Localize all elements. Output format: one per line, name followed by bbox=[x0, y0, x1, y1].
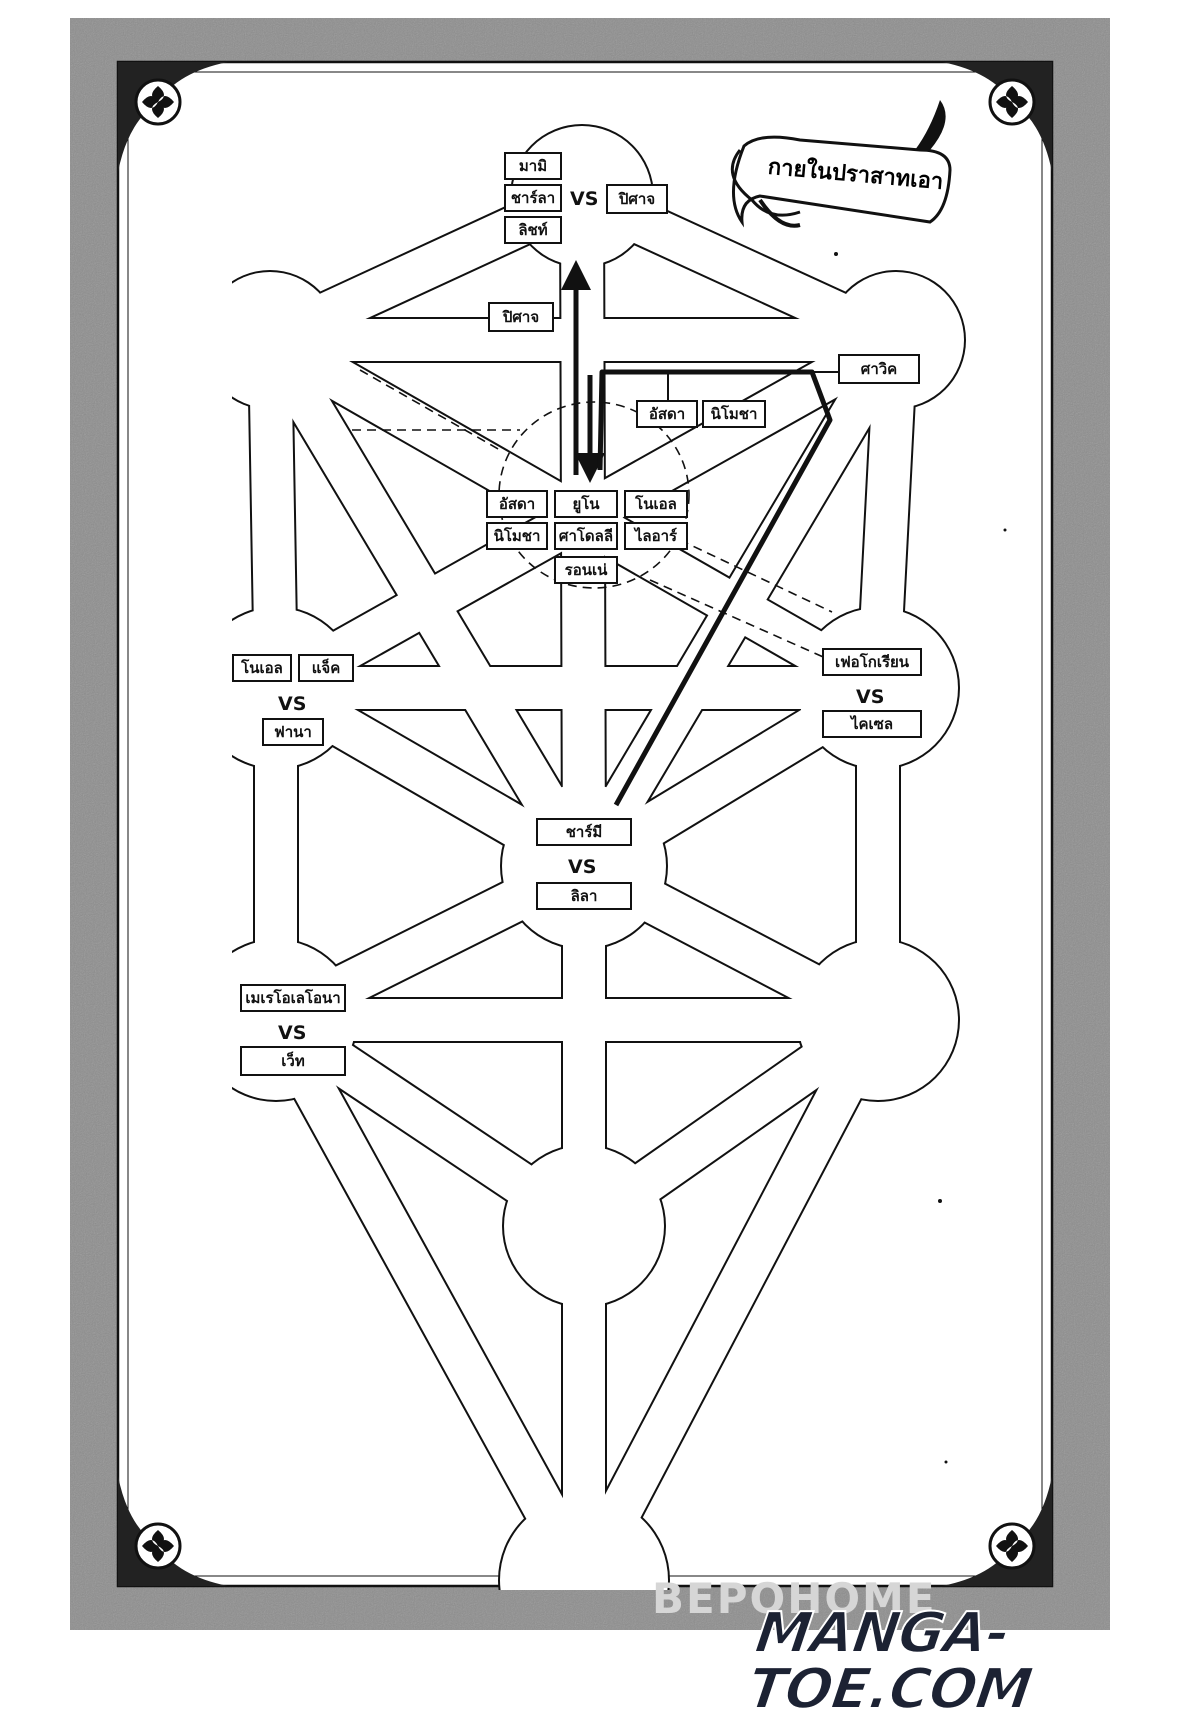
path-pair-label-2: นิโมชา bbox=[702, 400, 766, 428]
bepohome-watermark: BEPOHOME bbox=[652, 1574, 937, 1623]
left-low-label-a: เมเรโอเลโอนา bbox=[240, 984, 346, 1012]
page: กายในปราสาทเอา มามิ ชาร์ลา ลิชท์ VS ปิศา… bbox=[70, 18, 1110, 1722]
tree-node-lt bbox=[232, 272, 338, 408]
left-mid-vs-text: VS bbox=[278, 693, 307, 715]
right-mid-vs-text: VS bbox=[856, 686, 885, 708]
top-left-label-3: ลิชท์ bbox=[504, 216, 562, 244]
hidden-node-daath bbox=[352, 369, 833, 661]
print-specks bbox=[834, 252, 1007, 1464]
corner-ornament-top-right bbox=[942, 62, 1052, 172]
tree-node-low bbox=[504, 1146, 664, 1306]
tree-node-rt bbox=[828, 272, 964, 408]
manga-site-watermark: MANGA-TOE.COM bbox=[743, 1600, 1037, 1722]
tree-node-rl bbox=[798, 940, 958, 1100]
arrow-label: ปิศาจ bbox=[488, 302, 554, 332]
left-mid-label-a1: โนเอล bbox=[232, 654, 292, 682]
center-group-label-1: อัสดา bbox=[486, 490, 548, 518]
left-mid-label-a2: แจ็ค bbox=[298, 654, 354, 682]
center-group-label-7: รอนเน่ bbox=[554, 556, 618, 584]
tree-node-bot bbox=[500, 1496, 668, 1590]
left-low-vs-text: VS bbox=[278, 1022, 307, 1044]
corner-ornament-bottom-left bbox=[118, 1476, 228, 1586]
center-node-label-a: ชาร์มี bbox=[536, 818, 632, 846]
path-label: ศาวิค bbox=[838, 354, 920, 384]
left-low-label-b: เว็ท bbox=[240, 1046, 346, 1076]
center-node-vs-text: VS bbox=[568, 856, 597, 878]
double-arrow bbox=[561, 260, 605, 483]
tree-path-ll-bot-fill bbox=[255, 999, 605, 1590]
top-right-label: ปิศาจ bbox=[606, 184, 668, 214]
title-banner: กายในปราสาทเอา bbox=[730, 100, 952, 228]
top-left-label-2: ชาร์ลา bbox=[504, 184, 562, 212]
tree-path-rl-bot-fill bbox=[563, 999, 899, 1590]
path-pair-label-1: อัสดา bbox=[636, 400, 698, 428]
center-group-label-2: ยูโน bbox=[554, 490, 618, 518]
top-vs-text: VS bbox=[570, 188, 599, 210]
top-left-label-1: มามิ bbox=[504, 152, 562, 180]
corner-ornament-bottom-right bbox=[942, 1476, 1052, 1586]
center-group-label-5: ศาโดลลี bbox=[554, 522, 618, 550]
corner-ornament-top-left bbox=[118, 62, 228, 172]
center-group-label-3: โนเอล bbox=[624, 490, 688, 518]
center-group-label-4: นิโมชา bbox=[486, 522, 548, 550]
right-mid-label-b: ไคเซล bbox=[822, 710, 922, 738]
right-mid-label-a: เฟอโกเรียน bbox=[822, 648, 922, 676]
center-node-label-b: ลิลา bbox=[536, 882, 632, 910]
center-group-label-6: ไลอาร์ bbox=[624, 522, 688, 550]
left-mid-label-b: ฟานา bbox=[262, 718, 324, 746]
